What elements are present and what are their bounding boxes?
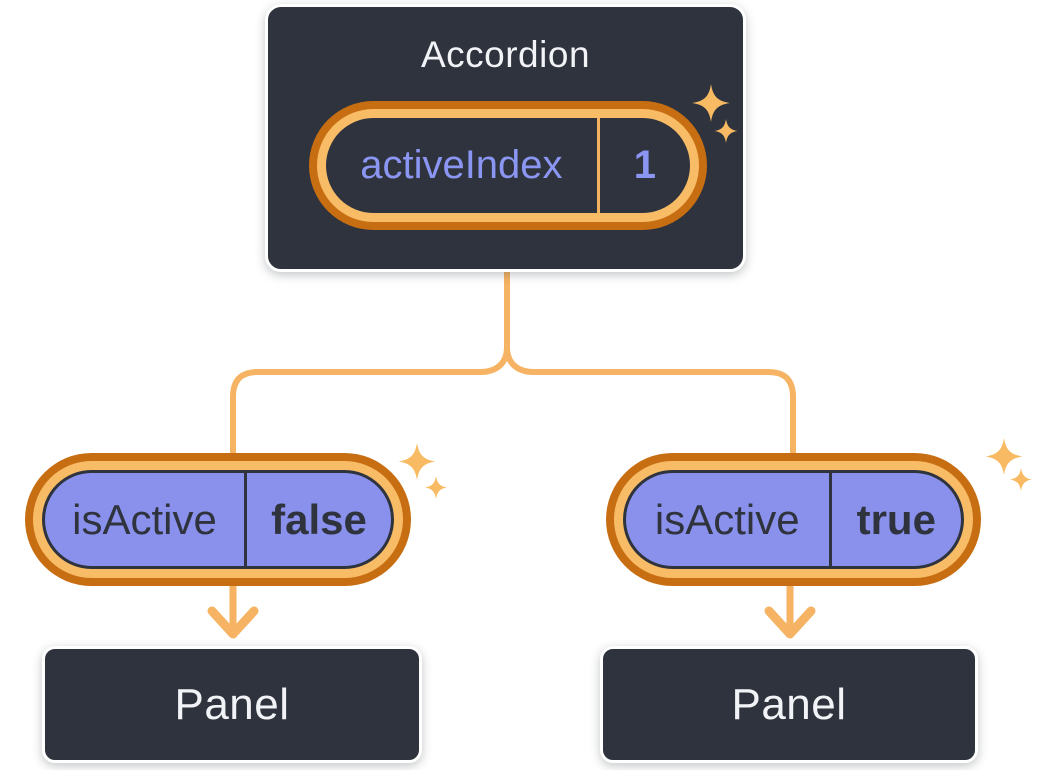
panel-box-right: Panel <box>600 646 978 763</box>
prop-name-label: isActive <box>626 473 832 566</box>
prop-value: false <box>271 495 367 543</box>
prop-name-label: isActive <box>45 473 247 566</box>
state-pill: activeIndex 1 <box>326 118 690 213</box>
prop-pill-right: isActive true <box>623 470 964 569</box>
branch-path <box>230 269 796 471</box>
pill-divider <box>596 118 600 213</box>
prop-pill-left: isActive false <box>42 470 394 569</box>
state-value: 1 <box>633 143 656 187</box>
accordion-component-box: Accordion activeIndex 1 <box>265 4 746 272</box>
component-title: Accordion <box>420 34 591 75</box>
panel-box-left: Panel <box>42 646 422 763</box>
state-name-label: activeIndex <box>360 143 563 187</box>
prop-value: true <box>856 495 936 543</box>
sparkle-icon <box>398 443 447 499</box>
arrow-down-left-icon <box>207 579 259 639</box>
sparkle-icon <box>985 438 1032 491</box>
arrow-down-right-icon <box>764 579 816 639</box>
